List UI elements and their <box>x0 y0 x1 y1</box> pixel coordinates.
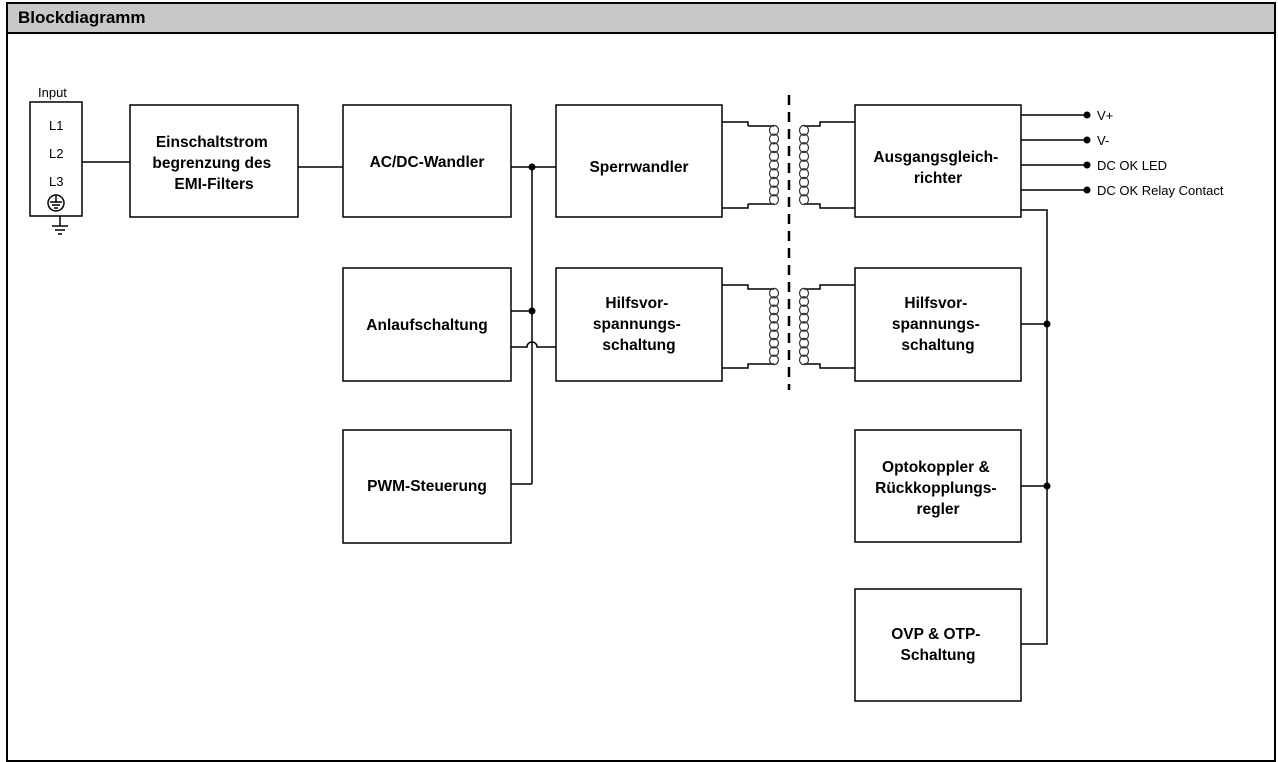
coil-loop <box>768 133 780 145</box>
block-startup <box>342 267 512 382</box>
coil-loop <box>798 304 810 316</box>
terminal-l3: L3 <box>49 174 63 189</box>
coil-loop <box>798 150 810 162</box>
input-label: Input <box>38 85 67 100</box>
coil-loop <box>768 150 780 162</box>
coil-loop <box>768 287 780 299</box>
coil-loop <box>798 133 810 145</box>
pwm-label: PWM-Steuerung <box>367 478 487 495</box>
coil-loop <box>798 185 810 197</box>
rectifier-label: Ausgangsgleich- richter <box>873 149 1002 187</box>
coil-loop <box>798 194 810 206</box>
output-dc-ok-led: DC OK LED <box>1097 158 1167 173</box>
diagram-title: Blockdiagramm <box>18 8 146 27</box>
acdc-label: AC/DC-Wandler <box>370 154 485 171</box>
block-inrush <box>129 104 299 218</box>
output-vplus: V+ <box>1097 108 1113 123</box>
coil-loop <box>798 287 810 299</box>
block-pwm <box>342 429 512 544</box>
coil-loop <box>768 329 780 341</box>
block-rectifier <box>854 104 1022 218</box>
coil-loop <box>768 142 780 154</box>
ovp-label: OVP & OTP- Schaltung <box>891 626 985 664</box>
opto-label: Optokoppler & Rückkopplungs- regler <box>875 459 1001 518</box>
block-aux-primary <box>555 267 723 382</box>
coil-loop <box>798 329 810 341</box>
coil-loop <box>798 168 810 180</box>
coil-loop <box>768 354 780 366</box>
flyback-label: Sperrwandler <box>589 159 688 176</box>
coil-loop <box>798 176 810 188</box>
block-flyback <box>555 104 723 218</box>
title-bar: Blockdiagramm <box>8 4 1274 34</box>
block-ovp <box>854 588 1022 702</box>
coil-loop <box>798 142 810 154</box>
coil-loop <box>768 337 780 349</box>
coil-loop <box>768 194 780 206</box>
diagram-frame: Blockdiagramm <box>6 2 1276 762</box>
coil-loop <box>798 296 810 307</box>
startup-label: Anlaufschaltung <box>366 317 487 334</box>
input-connector <box>29 101 83 217</box>
coil-loop <box>768 124 780 136</box>
aux-primary-label: Hilfsvor- spannungs- schaltung <box>593 295 685 354</box>
coil-loop <box>768 321 780 332</box>
coil-loop <box>798 321 810 332</box>
coil-loop <box>798 346 810 357</box>
aux-secondary-label: Hilfsvor- spannungs- schaltung <box>892 295 984 354</box>
coil-loop <box>798 124 810 136</box>
terminal-l1: L1 <box>49 118 63 133</box>
coil-loop <box>798 159 810 171</box>
coil-loop <box>768 185 780 197</box>
coil-loop <box>798 354 810 366</box>
coil-loop <box>768 346 780 357</box>
coil-loop <box>768 296 780 307</box>
output-dc-ok-relay: DC OK Relay Contact <box>1097 183 1224 198</box>
transformer-coils <box>768 124 810 366</box>
terminal-l2: L2 <box>49 146 63 161</box>
coil-loop <box>798 337 810 349</box>
coil-loop <box>768 176 780 188</box>
coil-loop <box>798 312 810 324</box>
coil-loop <box>768 312 780 324</box>
output-vminus: V- <box>1097 133 1109 148</box>
coil-loop <box>768 304 780 316</box>
coil-loop <box>768 168 780 180</box>
coil-loop <box>768 159 780 171</box>
block-acdc <box>342 104 512 218</box>
inrush-label: Einschaltstrom begrenzung des EMI-Filter… <box>152 134 275 193</box>
